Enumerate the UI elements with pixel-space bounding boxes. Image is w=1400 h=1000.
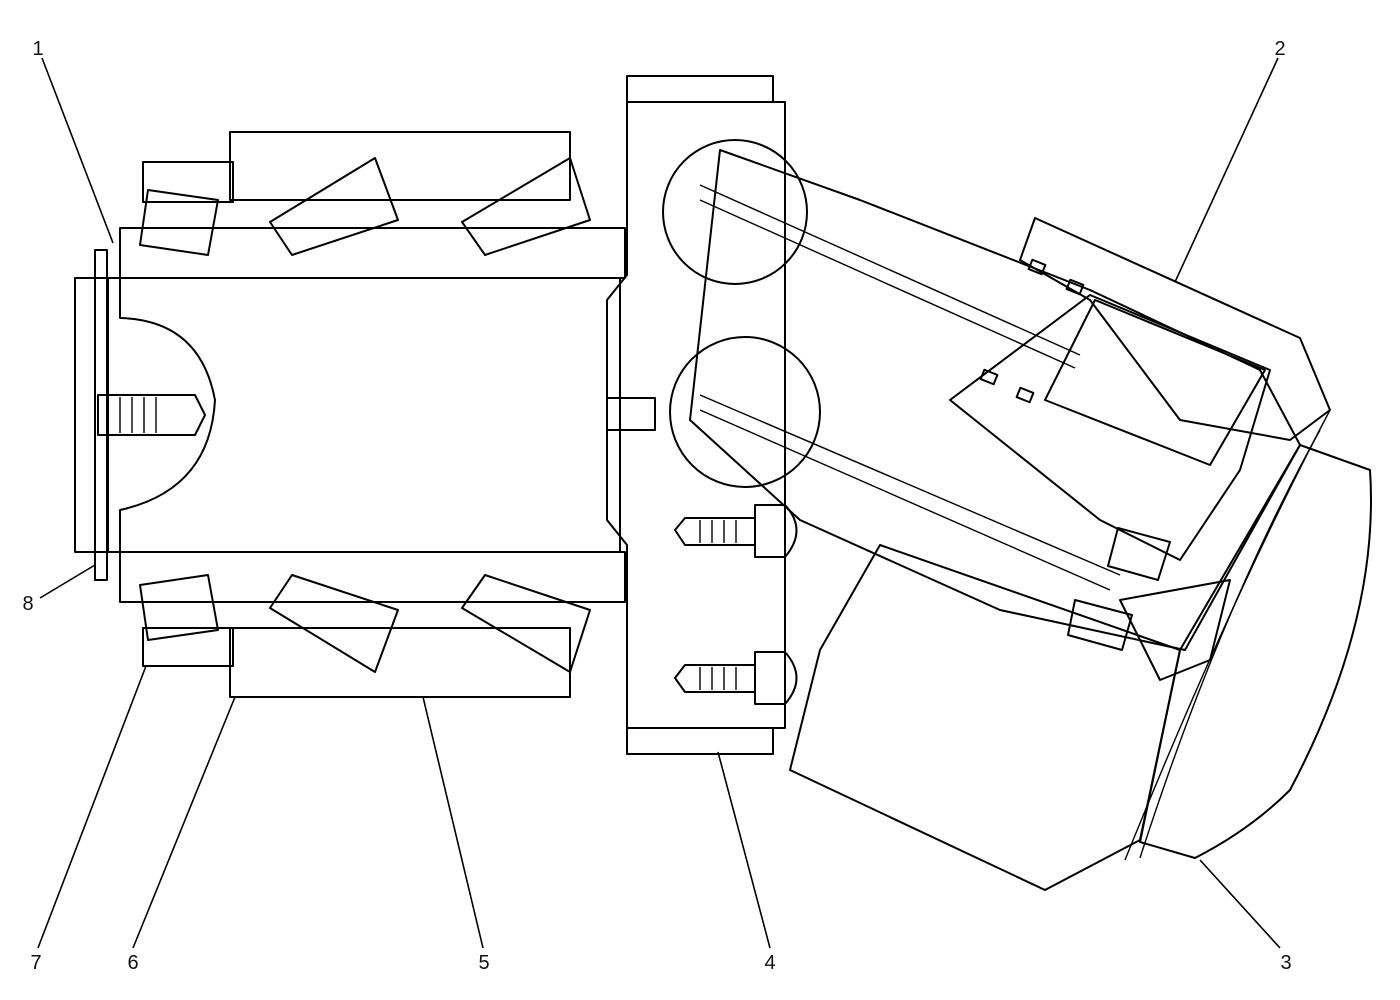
key-3	[979, 368, 999, 386]
bearing-housing-bottom	[229, 627, 571, 698]
callout-1: 1	[32, 38, 43, 60]
key-4	[1015, 386, 1035, 404]
flange-top-cap	[626, 75, 774, 103]
key-1	[1027, 258, 1047, 276]
roller-3-bottom	[461, 574, 591, 673]
piston-block	[1044, 299, 1266, 466]
callout-2: 2	[1274, 38, 1285, 60]
insert-upper	[1107, 527, 1171, 581]
callout-5: 5	[478, 952, 489, 974]
lower-rod-edge	[699, 409, 1111, 591]
end-cap	[74, 277, 216, 553]
callout-8: 8	[22, 593, 33, 615]
lower-housing-block	[789, 544, 1181, 891]
roller-2-bottom	[269, 574, 399, 673]
bearing-housing-top	[229, 131, 571, 201]
upper-ball-joint	[662, 139, 808, 285]
pin-stub	[606, 397, 656, 431]
leader-7	[37, 665, 147, 949]
leader-5	[422, 696, 484, 949]
leader-8	[39, 564, 96, 599]
diagonal-barrel	[689, 149, 1301, 651]
flange-body	[606, 101, 786, 729]
leader-1	[41, 57, 114, 244]
shaft-assembly	[74, 131, 626, 698]
washer	[94, 249, 108, 581]
callout-6: 6	[127, 952, 138, 974]
outer-ring-segment	[1139, 444, 1372, 859]
spacer-ring-bottom	[142, 627, 234, 667]
callout-4: 4	[764, 952, 775, 974]
lower-ball-joint	[669, 336, 821, 488]
upper-rod-edge	[699, 199, 1076, 369]
callout-3: 3	[1280, 952, 1291, 974]
insert-lower	[1067, 599, 1133, 651]
leader-6	[132, 696, 236, 949]
callout-labels: 1 2 3 4 5 6 7 8	[22, 38, 1291, 974]
roller-3-top	[461, 157, 591, 256]
shaft-bore	[107, 277, 621, 553]
roller-1-top	[139, 189, 219, 256]
leader-3	[1199, 859, 1281, 949]
key-2	[1065, 278, 1085, 296]
flange-bottom-cap	[626, 727, 774, 755]
angled-housing	[689, 149, 1372, 891]
spacer-ring-top	[142, 161, 234, 203]
end-screw	[97, 394, 206, 436]
leader-lines	[37, 57, 1281, 949]
retaining-plate	[1119, 579, 1231, 681]
barrel-bore	[949, 294, 1271, 561]
roller-2-top	[269, 157, 399, 256]
sweep-arc-line	[1124, 409, 1331, 861]
roller-1-bottom	[139, 574, 219, 641]
flange-bolt-lower	[674, 651, 798, 705]
callout-7: 7	[30, 952, 41, 974]
flange-plate	[606, 75, 821, 755]
leader-2	[1174, 57, 1279, 283]
sweep-arc-line-2	[1139, 429, 1321, 859]
lower-rod	[699, 394, 1121, 576]
upper-rod	[699, 184, 1081, 356]
leader-4	[717, 751, 771, 949]
flange-bolt-upper	[674, 504, 798, 558]
